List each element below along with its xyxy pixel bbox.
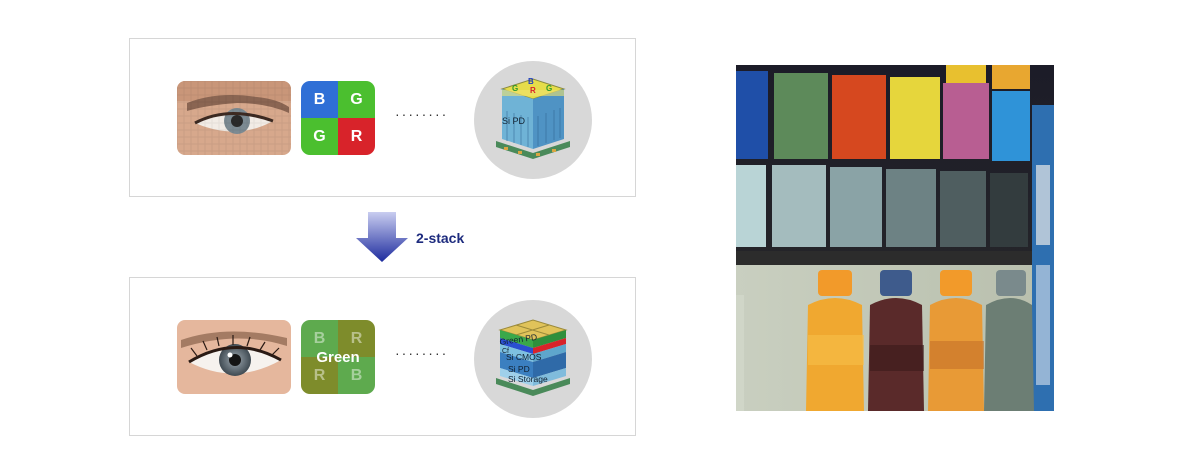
sensor-letter-b: B — [528, 77, 534, 86]
sensor-layer-si-storage: Si Storage — [508, 374, 548, 384]
sensor-letter-r: R — [530, 86, 536, 95]
filter-cell-r: R — [301, 357, 338, 394]
ellipsis-dots: ········ — [395, 106, 449, 122]
stacked-sensor-diagram-circle: Green PD Cf Si CMOS Si PD Si Storage — [474, 300, 592, 418]
bayer-cell-r: R — [338, 118, 375, 155]
bayer-filter-grid: B G G R — [301, 81, 375, 155]
sensor-layer-si-pd: Si PD — [508, 364, 530, 374]
eye-image — [177, 320, 291, 394]
down-arrow-icon — [356, 212, 408, 264]
single-layer-panel: B G G R ········ G B R G Si PD — [129, 38, 636, 197]
bayer-cell-b: B — [301, 81, 338, 118]
sample-sensor-photo — [736, 65, 1054, 411]
green-overlay-label: Green — [316, 348, 360, 366]
filter-cell-b: B — [301, 320, 338, 357]
sensor-letter-g1: G — [512, 84, 518, 93]
filter-cell-r: R — [338, 320, 375, 357]
two-stack-label: 2-stack — [416, 230, 465, 246]
sensor-letter-g2: G — [546, 84, 552, 93]
pixelated-eye-image — [177, 81, 291, 155]
sensor-layer-cf: Cf — [502, 348, 509, 355]
filter-cell-b: B — [338, 357, 375, 394]
two-stack-panel: B R R B Green ········ Green P — [129, 277, 636, 436]
sensor-layer-si-cmos: Si CMOS — [506, 352, 542, 362]
sensor-layer-label: Si PD — [502, 116, 526, 126]
ellipsis-dots: ········ — [395, 345, 449, 361]
sensor-diagram-circle: G B R G Si PD — [474, 61, 592, 179]
bayer-cell-g: G — [338, 81, 375, 118]
bayer-cell-g: G — [301, 118, 338, 155]
green-stack-filter-grid: B R R B Green — [301, 320, 375, 394]
